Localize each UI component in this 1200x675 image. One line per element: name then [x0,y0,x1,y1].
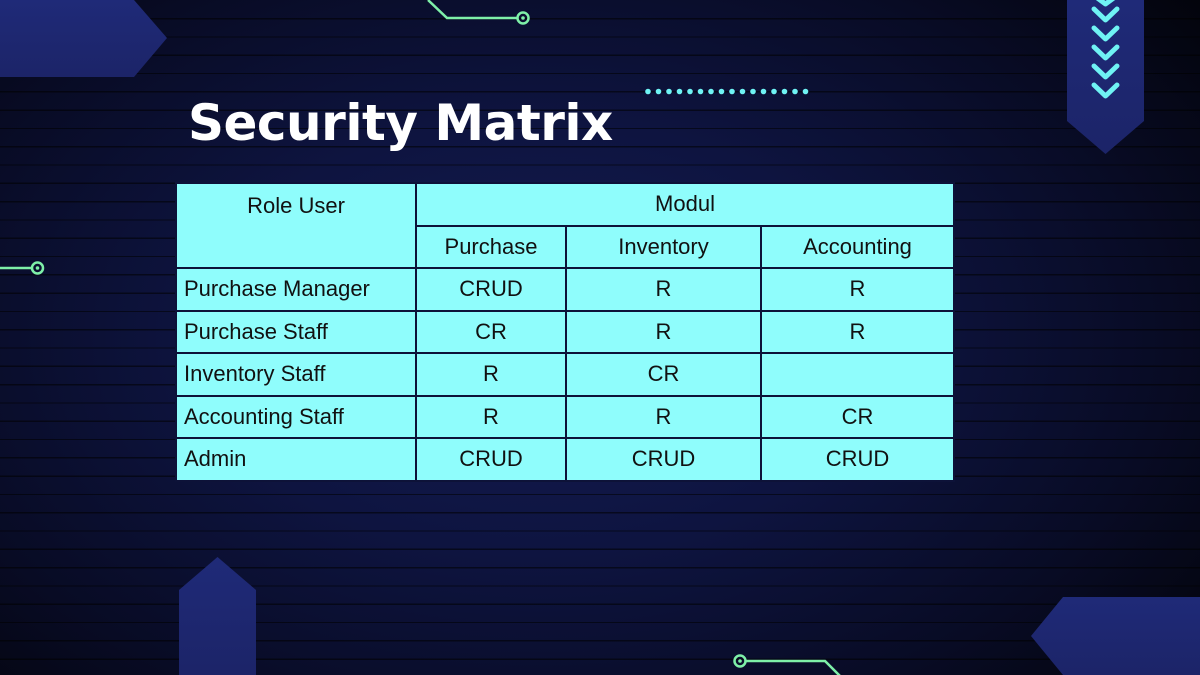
permission-cell: R [415,352,567,397]
top-left-arrow-shape [0,0,167,77]
modul-header: Modul [415,182,955,227]
permission-cell: R [565,309,762,354]
permission-cell [760,352,955,397]
chevron-down-icons [1091,0,1120,99]
circuit-node-icon-top [427,0,530,25]
table-row: Admin CRUD CRUD CRUD [175,437,955,482]
permission-cell: R [565,267,762,312]
role-cell: Inventory Staff [175,352,417,397]
module-header-accounting: Accounting [760,224,955,269]
permission-cell: CRUD [415,437,567,482]
module-header-inventory: Inventory [565,224,762,269]
permission-cell: R [415,394,567,439]
permission-cell: CR [760,394,955,439]
permission-cell: R [760,309,955,354]
module-header-purchase: Purchase [415,224,567,269]
page-title: Security Matrix [188,94,613,152]
dotted-line-icon [645,88,809,95]
table-row: Purchase Manager CRUD R R [175,267,955,312]
role-cell: Accounting Staff [175,394,417,439]
role-cell: Admin [175,437,417,482]
table-row: Inventory Staff R CR [175,352,955,397]
security-matrix-table: Role User Modul Purchase Inventory Accou… [175,182,955,482]
table-header-row: Role User Modul [175,182,955,269]
permission-cell: CRUD [565,437,762,482]
circuit-node-icon-left [0,261,45,275]
bottom-right-arrow-shape [1031,597,1200,675]
circuit-node-icon-bottom [733,654,841,675]
permission-cell: CR [565,352,762,397]
role-cell: Purchase Manager [175,267,417,312]
permission-cell: CRUD [760,437,955,482]
permission-cell: CR [415,309,567,354]
table-subheader-row: Purchase Inventory Accounting [176,224,955,269]
role-cell: Purchase Staff [175,309,417,354]
permission-cell: R [760,267,955,312]
role-user-header: Role User [175,182,417,269]
table-row: Accounting Staff R R CR [175,394,955,439]
permission-cell: R [565,394,762,439]
permission-cell: CRUD [415,267,567,312]
table-row: Purchase Staff CR R R [175,309,955,354]
